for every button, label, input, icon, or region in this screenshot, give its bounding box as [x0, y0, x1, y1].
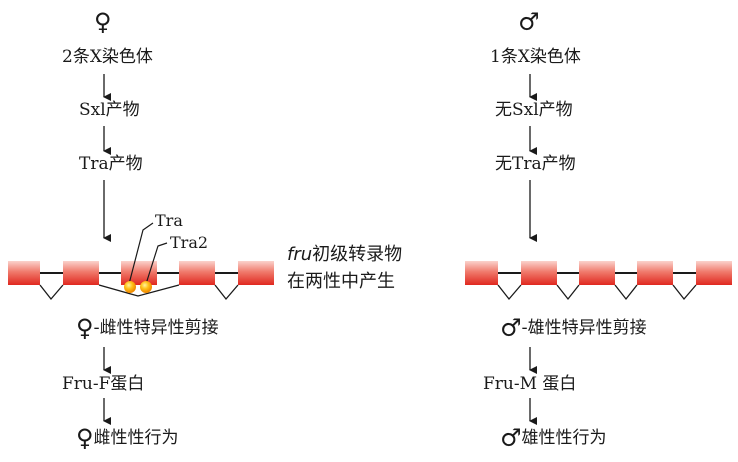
splice-junction	[98, 284, 180, 297]
female-transcript	[8, 222, 274, 301]
male-splicing: ♂-雄性特异性剪接	[500, 314, 647, 342]
tra-label: Tra	[155, 211, 183, 230]
exon	[521, 261, 557, 285]
male-symbol: ♂	[518, 8, 540, 36]
male-behavior-symbol: ♂	[500, 424, 522, 452]
male-sxl-product: 无Sxl产物	[495, 100, 573, 120]
female-behavior-symbol: ♀	[76, 424, 94, 452]
female-tra-product: Tra产物	[79, 154, 143, 174]
female-splicing: ♀-雌性特异性剪接	[76, 314, 219, 342]
splice-junction	[497, 284, 522, 301]
tra-factor	[124, 281, 136, 293]
female-protein: Fru-F蛋白	[62, 374, 145, 394]
exon	[696, 261, 732, 285]
exon	[121, 261, 157, 285]
female-symbol: ♀	[94, 8, 112, 36]
exon	[465, 261, 498, 285]
transcript-note-line2: 在两性中产生	[287, 271, 395, 292]
male-tra-product: 无Tra产物	[495, 154, 576, 174]
exon	[579, 261, 615, 285]
exon	[8, 261, 40, 285]
exon	[63, 261, 99, 285]
splice-junction	[214, 284, 239, 301]
exon	[179, 261, 215, 285]
tra2-pointer	[145, 242, 168, 285]
female-sxl-product: Sxl产物	[79, 100, 140, 120]
splice-junction	[614, 284, 638, 301]
male-splicing-symbol: ♂	[500, 314, 522, 342]
male-transcript	[465, 261, 732, 301]
transcript-note-line1: fru初级转录物	[287, 244, 403, 265]
female-splicing-symbol: ♀	[76, 314, 94, 342]
exon	[238, 261, 274, 285]
splice-junction	[556, 284, 580, 301]
exon	[637, 261, 673, 285]
female-behavior: ♀雌性性行为	[76, 424, 179, 452]
tra2-label: Tra2	[170, 233, 209, 252]
splice-junction	[672, 284, 697, 301]
tra2-factor	[140, 281, 152, 293]
splice-junction	[39, 284, 64, 301]
female-chromosomes: 2条X染色体	[62, 47, 153, 67]
male-protein: Fru-M 蛋白	[483, 374, 577, 394]
male-chromosomes: 1条X染色体	[490, 47, 581, 67]
tra-pointer	[128, 222, 154, 285]
male-behavior: ♂雄性性行为	[500, 424, 607, 452]
